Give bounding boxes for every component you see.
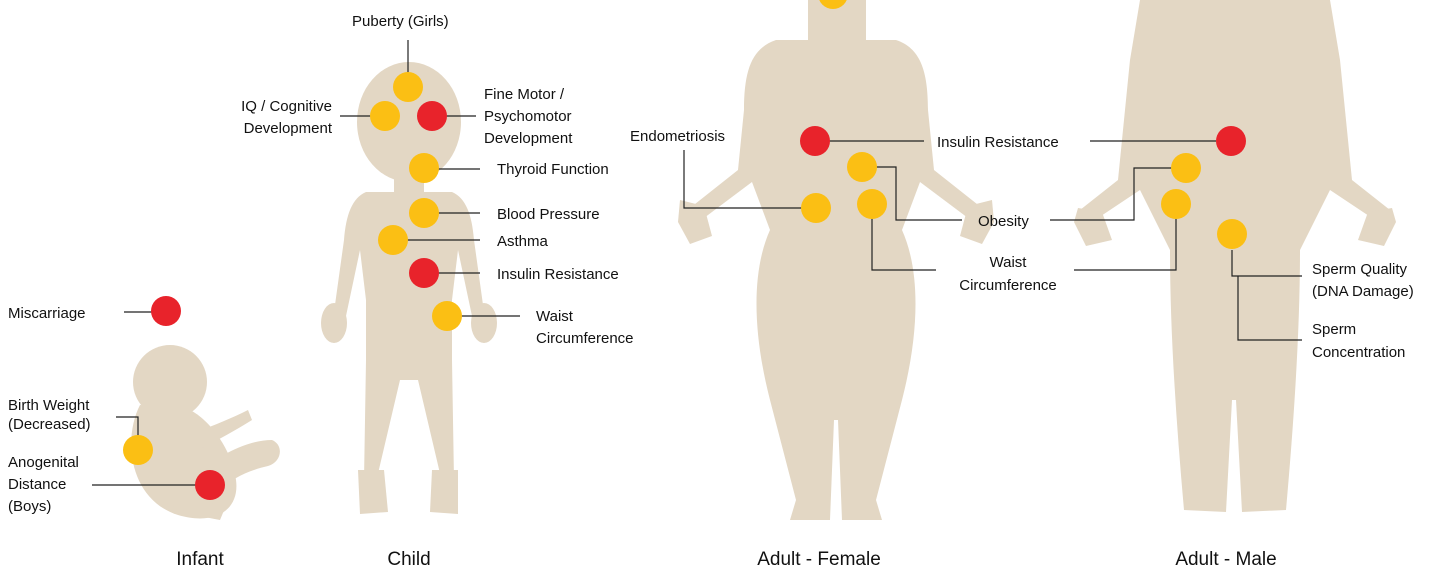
caption-adult-male: Adult - Male bbox=[1175, 549, 1276, 569]
label-fine-motor-line2: Psychomotor bbox=[484, 108, 572, 125]
dot-male-insulin bbox=[1216, 126, 1246, 156]
label-iq-line1: IQ / Cognitive bbox=[241, 98, 332, 115]
label-sperm-conc-line1: Sperm bbox=[1312, 321, 1356, 338]
label-anogenital-line2: Distance bbox=[8, 476, 66, 493]
effect-markers bbox=[123, 0, 1247, 500]
dot-infant-miscarriage bbox=[151, 296, 181, 326]
caption-child: Child bbox=[387, 549, 430, 569]
label-anogenital-line3: (Boys) bbox=[8, 498, 51, 515]
label-iq-line2: Development bbox=[244, 120, 333, 137]
dot-female-endometriosis bbox=[801, 193, 831, 223]
dot-child-insulin bbox=[409, 258, 439, 288]
dot-child-iq bbox=[370, 101, 400, 131]
label-anogenital-line1: Anogenital bbox=[8, 454, 79, 471]
dot-child-waist bbox=[432, 301, 462, 331]
label-obesity: Obesity bbox=[978, 213, 1029, 230]
label-sperm-quality-line2: (DNA Damage) bbox=[1312, 283, 1414, 300]
child-silhouette bbox=[321, 62, 497, 514]
label-blood-pressure: Blood Pressure bbox=[497, 206, 600, 223]
label-female-waist-line1: Waist bbox=[990, 254, 1028, 271]
label-fine-motor-line1: Fine Motor / bbox=[484, 86, 565, 103]
label-child-waist-line1: Waist bbox=[536, 308, 574, 325]
dot-child-asthma bbox=[378, 225, 408, 255]
label-birth-weight-line2: (Decreased) bbox=[8, 416, 91, 433]
dot-child-fine-motor bbox=[417, 101, 447, 131]
dot-male-sperm bbox=[1217, 219, 1247, 249]
label-sperm-conc-line2: Concentration bbox=[1312, 344, 1405, 361]
label-puberty: Puberty (Girls) bbox=[352, 13, 449, 30]
dot-child-thyroid bbox=[409, 153, 439, 183]
label-miscarriage: Miscarriage bbox=[8, 305, 86, 322]
adult-female-silhouette bbox=[678, 0, 994, 520]
dot-infant-birth-weight bbox=[123, 435, 153, 465]
caption-adult-female: Adult - Female bbox=[757, 549, 881, 569]
label-child-insulin: Insulin Resistance bbox=[497, 266, 619, 283]
adult-male-silhouette bbox=[1074, 0, 1396, 512]
label-asthma: Asthma bbox=[497, 233, 549, 250]
dot-female-insulin bbox=[800, 126, 830, 156]
dot-infant-anogenital-distance bbox=[195, 470, 225, 500]
dot-child-puberty bbox=[393, 72, 423, 102]
label-birth-weight-line1: Birth Weight bbox=[8, 397, 90, 414]
dot-male-waist bbox=[1161, 189, 1191, 219]
dot-female-waist bbox=[857, 189, 887, 219]
label-thyroid: Thyroid Function bbox=[497, 161, 609, 178]
label-child-waist-line2: Circumference bbox=[536, 330, 634, 347]
label-female-waist-line2: Circumference bbox=[959, 277, 1057, 294]
dot-male-obesity bbox=[1171, 153, 1201, 183]
label-female-insulin: Insulin Resistance bbox=[937, 134, 1059, 151]
label-fine-motor-line3: Development bbox=[484, 130, 573, 147]
label-endometriosis: Endometriosis bbox=[630, 128, 725, 145]
dot-female-obesity bbox=[847, 152, 877, 182]
caption-infant: Infant bbox=[176, 549, 224, 569]
label-sperm-quality-line1: Sperm Quality bbox=[1312, 261, 1408, 278]
dot-child-blood-pressure bbox=[409, 198, 439, 228]
